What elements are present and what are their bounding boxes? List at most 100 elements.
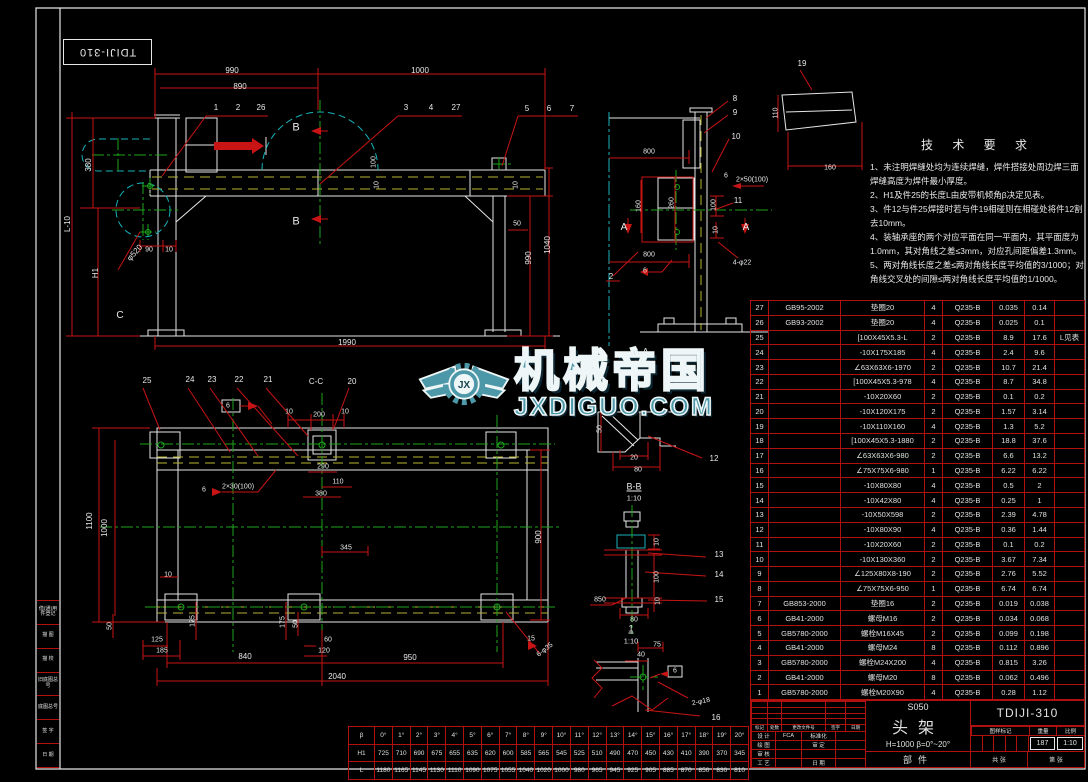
table-cell: 14	[750, 492, 768, 507]
table-cell: 2.4	[992, 344, 1024, 360]
table-cell: 螺母M20	[840, 669, 924, 685]
table-row: 签 字	[37, 720, 59, 745]
annotation-label: 175	[279, 616, 287, 628]
annotation-label: 2	[235, 103, 241, 112]
table-cell: 14°	[623, 726, 642, 744]
annotation-label: 19	[797, 59, 807, 68]
table-cell: H1	[348, 743, 374, 762]
annotation-label: 50	[292, 620, 300, 628]
table-cell: 430	[658, 743, 677, 762]
table-cell: 0.2	[1024, 536, 1054, 552]
annotation-label: 850	[594, 596, 606, 604]
table-cell: 重量	[1029, 726, 1056, 735]
table-cell: 2	[924, 403, 942, 419]
table-cell	[1054, 506, 1084, 522]
table-cell: 垫圈16	[840, 595, 924, 611]
annotation-label: 10	[512, 181, 520, 189]
table-cell: 螺母M16	[840, 610, 924, 626]
table-cell	[768, 521, 840, 537]
table-row: 描 校	[37, 649, 59, 673]
annotation-label: 800	[643, 251, 655, 259]
table-cell: 4°	[445, 726, 464, 744]
table-cell	[1054, 610, 1084, 626]
table-cell: 4	[750, 639, 768, 655]
table-cell: 3°	[427, 726, 446, 744]
table-cell: 垫圈20	[840, 300, 924, 315]
table-cell	[768, 506, 840, 522]
structure-white	[140, 91, 857, 712]
table-cell: 8.9	[992, 329, 1024, 345]
table-row: 底图总号	[37, 696, 59, 721]
table-cell: 34.8	[1024, 373, 1054, 389]
table-cell	[835, 731, 865, 740]
annotation-label: 6	[226, 402, 230, 410]
table-cell: 510	[587, 743, 606, 762]
table-cell: [100X45X5.3-L	[840, 329, 924, 345]
annotation-label: 12	[709, 454, 719, 463]
table-cell: 签字	[825, 724, 845, 731]
table-cell: L	[348, 761, 374, 780]
table-cell: Q235-B	[942, 625, 992, 640]
annotation-label: 16	[711, 713, 721, 722]
annotation-label: 1	[628, 623, 634, 634]
table-cell: 0.068	[1024, 610, 1054, 626]
table-cell	[1054, 388, 1084, 404]
table-cell: Q235-B	[942, 580, 992, 596]
annotation-label: 200	[313, 411, 325, 419]
scale-value: 1:10	[1057, 737, 1083, 750]
table-cell: 0°	[374, 726, 392, 744]
table-cell: 0.496	[1024, 669, 1054, 685]
table-cell	[768, 447, 840, 463]
table-cell: 1020	[534, 761, 553, 780]
weight-value: 187	[1030, 737, 1055, 750]
table-cell: 17	[750, 447, 768, 463]
table-cell: GB853-2000	[768, 595, 840, 611]
table-cell: GB95-2002	[768, 300, 840, 315]
table-cell: 7°	[498, 726, 517, 744]
table-cell: Q235-B	[942, 359, 992, 374]
centerlines-green	[92, 100, 772, 690]
table-cell: 描 校	[37, 649, 59, 673]
table-cell	[781, 712, 825, 719]
table-cell: -10X80X90	[840, 521, 924, 537]
table-cell: 更改文件号	[781, 724, 825, 731]
table-cell	[767, 718, 781, 724]
table-cell: 26	[750, 314, 768, 330]
table-cell: Q235-B	[942, 447, 992, 463]
table-cell: 3.26	[1024, 654, 1054, 670]
table-cell	[768, 433, 840, 448]
bolt-circles-green	[145, 183, 680, 681]
sheet-frame	[35, 7, 1086, 770]
table-cell	[768, 418, 840, 434]
table-cell: 17°	[676, 726, 695, 744]
annotation-label: 50	[513, 220, 521, 228]
table-cell: 2.76	[992, 566, 1024, 581]
table-cell: 8	[924, 639, 942, 655]
table-cell: 585	[516, 743, 535, 762]
table-cell: 签 字	[37, 720, 59, 745]
doc-type: 部件	[866, 751, 970, 767]
table-cell: 10	[750, 551, 768, 567]
table-cell: 2	[750, 669, 768, 685]
table-cell: 标记	[751, 724, 767, 731]
table-cell: 2	[924, 433, 942, 448]
table-cell	[845, 701, 865, 707]
table-cell: 0.025	[992, 314, 1024, 330]
table-cell: -10X175X185	[840, 344, 924, 360]
annotation-label: 5	[524, 104, 530, 113]
title-block-center: S050 头架 H=1000 β=0°~20° 部件	[866, 701, 971, 767]
table-cell: 3.14	[1024, 403, 1054, 419]
table-cell: GB5780-2000	[768, 625, 840, 640]
table-cell	[1054, 462, 1084, 478]
svg-text:JX: JX	[458, 380, 471, 391]
table-cell: 绘 图	[751, 740, 775, 749]
table-cell: 710	[391, 743, 410, 762]
annotation-label: 6	[643, 267, 647, 275]
